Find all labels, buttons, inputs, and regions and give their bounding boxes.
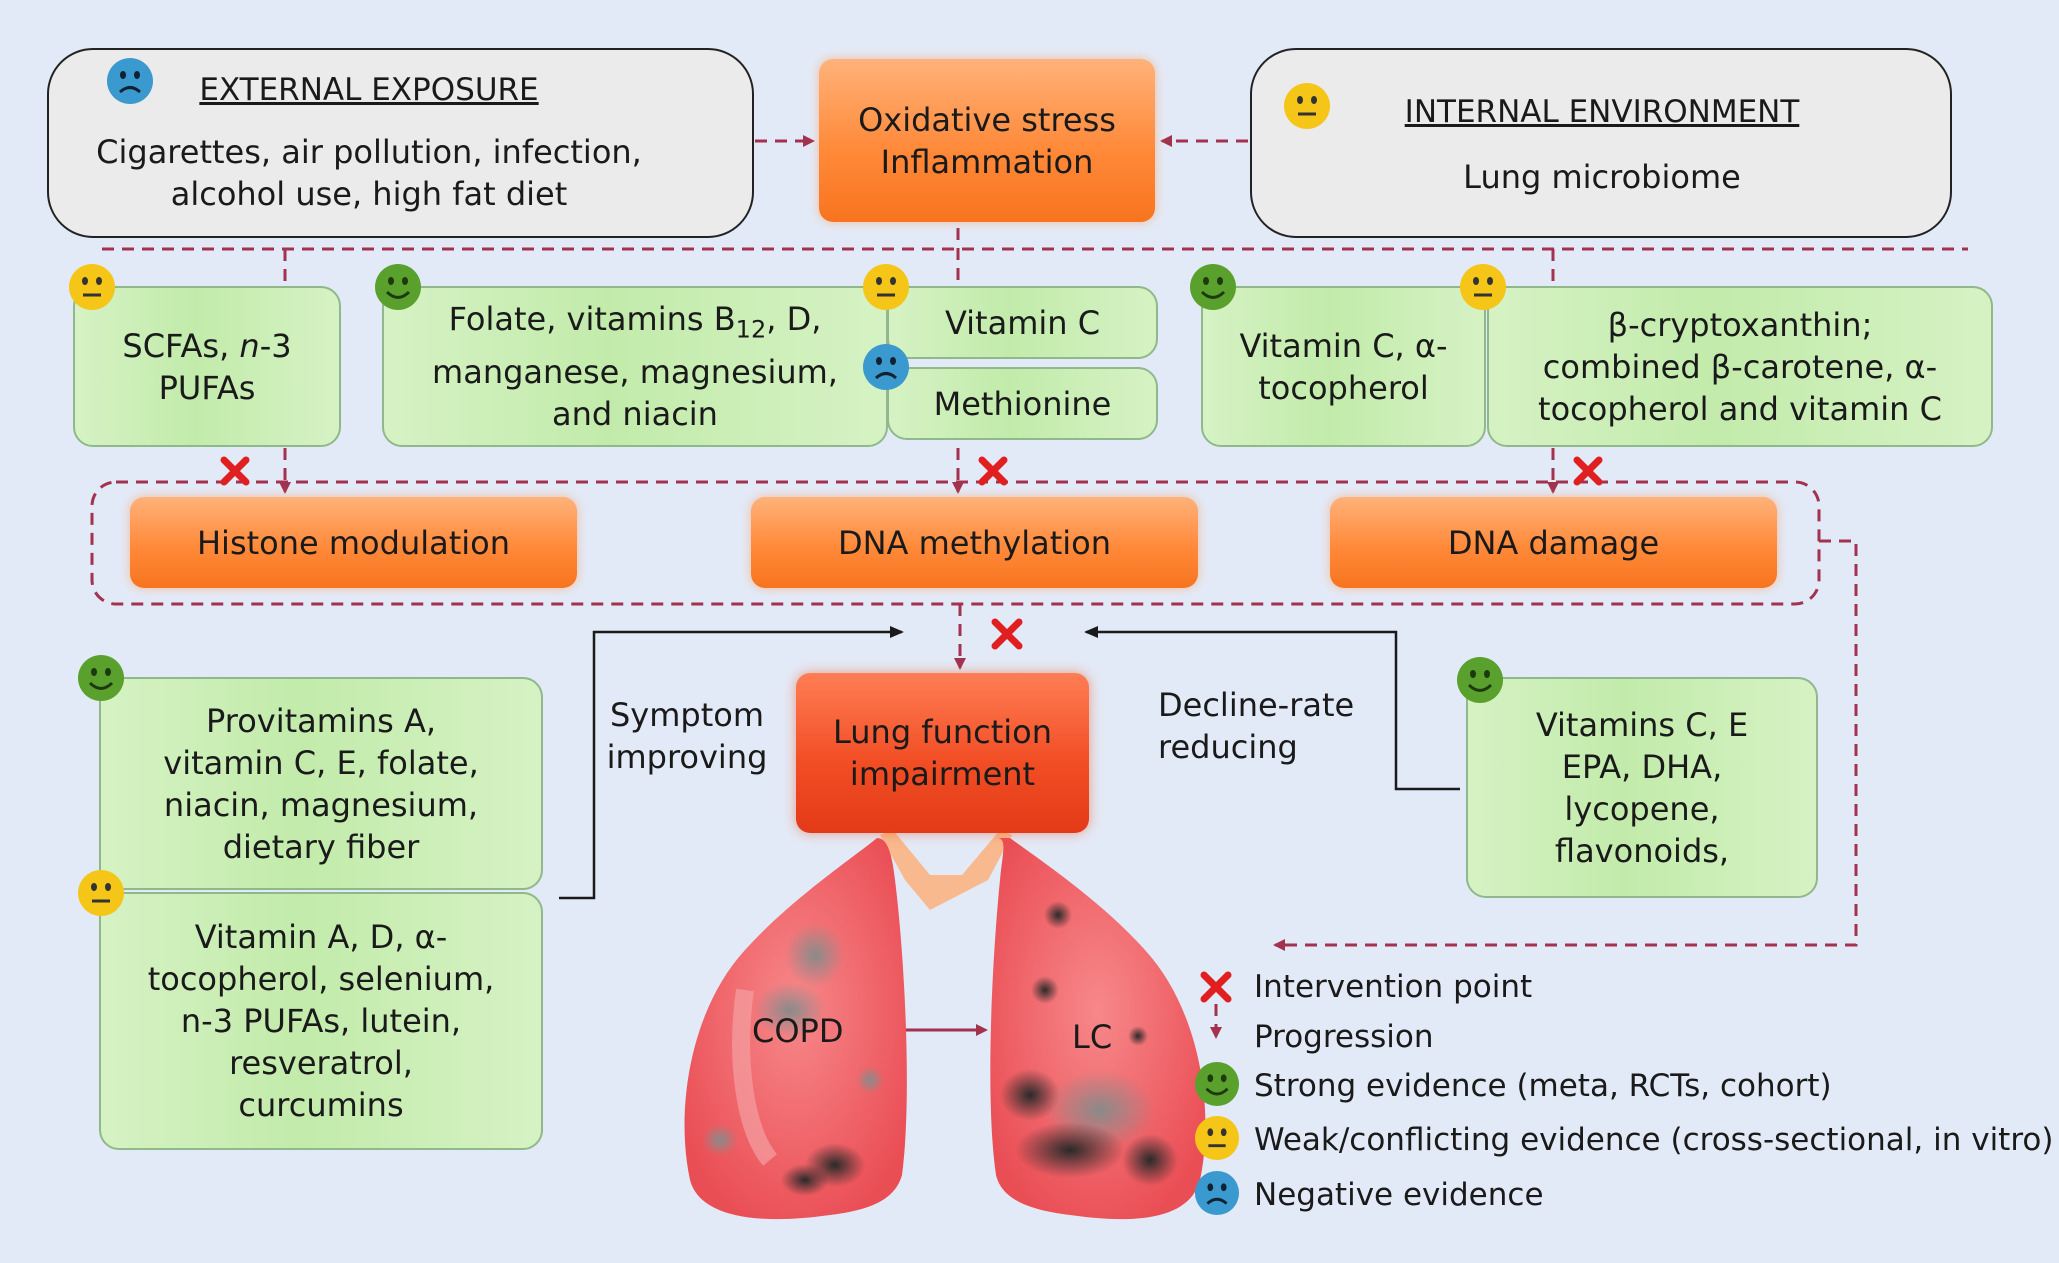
dna-damage-label: DNA damage <box>1447 523 1660 562</box>
lung-microbiome-text: Lung microbiome <box>1463 158 1741 196</box>
decline-label-2: reducing <box>1158 728 1298 766</box>
oxidative-stress-box: Oxidative stress Inflammation <box>819 59 1155 222</box>
decline-nutrient-line-4: flavonoids, <box>1554 831 1730 870</box>
folate-box: Folate, vitamins B12, D, manganese, magn… <box>382 286 888 447</box>
decline-nutrient-line-1: Vitamins C, E <box>1535 705 1749 744</box>
decline-nutrient-line-2: EPA, DHA, <box>1561 747 1723 786</box>
folate-label-3: and niacin <box>552 394 718 433</box>
intervention-crosses <box>220 456 1603 1003</box>
green-smiley-icon <box>78 655 124 701</box>
strong-evidence-symptom-box: Provitamins A, vitamin C, E, folate, nia… <box>99 677 543 890</box>
weak-evidence-symptom-box: Vitamin A, D, α- tocopherol, selenium, n… <box>99 892 543 1150</box>
lung-function-box: Lung function impairment <box>796 673 1089 833</box>
internal-environment-title: INTERNAL ENVIRONMENT <box>1404 94 1800 130</box>
folate-label-b: , D, <box>766 300 822 339</box>
blue-frown-face-icon <box>107 58 153 104</box>
vitamin-c-box: Vitamin C <box>887 286 1158 359</box>
internal-environment-box: INTERNAL ENVIRONMENT Lung microbiome <box>1250 48 1952 238</box>
bcrypt-label-1: β-cryptoxanthin; <box>1607 305 1873 344</box>
copd-label: COPD <box>752 1012 844 1050</box>
methionine-box: Methionine <box>887 367 1158 440</box>
decline-label-1: Decline-rate <box>1158 686 1355 724</box>
vitc-atoc-box: Vitamin C, α- tocopherol <box>1201 286 1486 447</box>
blue-frown-face-icon <box>863 344 909 390</box>
folate-label-a: Folate, vitamins B <box>448 300 736 339</box>
dna-damage-box: DNA damage <box>1330 497 1777 588</box>
lung-function-label-1: Lung function <box>832 713 1053 751</box>
lung-function-label-2: impairment <box>849 755 1036 793</box>
oxidative-stress-label: Oxidative stress <box>858 100 1116 139</box>
strong-symptom-line-3: niacin, magnesium, <box>163 785 479 824</box>
dna-methylation-box: DNA methylation <box>751 497 1198 588</box>
lungs-illustration <box>684 830 1206 1220</box>
dna-methylation-label: DNA methylation <box>837 523 1112 562</box>
legend-weak-label: Weak/conflicting evidence (cross-section… <box>1254 1122 2054 1158</box>
green-smiley-icon <box>375 264 421 310</box>
decline-nutrient-line-3: lycopene, <box>1564 789 1720 828</box>
inflammation-label: Inflammation <box>880 142 1094 181</box>
bcrypt-label-2: combined β-carotene, α- <box>1542 347 1938 386</box>
symptom-improving-label: Symptom improving <box>602 694 772 778</box>
yellow-neutral-face-icon <box>1460 264 1506 310</box>
decline-rate-label: Decline-rate reducing <box>1158 684 1378 768</box>
yellow-neutral-face-icon <box>863 264 909 310</box>
bcrypt-label-3: tocopherol and vitamin C <box>1538 389 1942 428</box>
legend-strong-label: Strong evidence (meta, RCTs, cohort) <box>1254 1068 1832 1104</box>
scfa-label-n: n <box>239 326 260 365</box>
yellow-neutral-face-icon <box>69 264 115 310</box>
vitc-atoc-label-2: tocopherol <box>1258 368 1429 407</box>
legend-intervention-label: Intervention point <box>1254 969 1533 1005</box>
green-smiley-icon <box>1457 657 1503 703</box>
strong-symptom-line-2: vitamin C, E, folate, <box>163 743 479 782</box>
histone-modulation-box: Histone modulation <box>130 497 577 588</box>
external-exposure-box: EXTERNAL EXPOSURE Cigarettes, air pollut… <box>47 48 754 238</box>
yellow-neutral-face-icon <box>1194 1115 1240 1161</box>
scfa-label-a: SCFAs, <box>122 326 240 365</box>
scfa-label-d: PUFAs <box>158 368 256 407</box>
yellow-neutral-face-icon <box>78 870 124 916</box>
legend-progression-label: Progression <box>1254 1019 1434 1055</box>
external-exposure-text-1: Cigarettes, air pollution, infection, <box>96 133 642 171</box>
symptom-label-2: improving <box>606 738 768 776</box>
external-exposure-title: EXTERNAL EXPOSURE <box>199 72 539 108</box>
scfa-box: SCFAs, n-3 PUFAs <box>73 286 341 447</box>
weak-symptom-line-3: n-3 PUFAs, lutein, <box>180 1002 462 1040</box>
weak-symptom-line-1: Vitamin A, D, α- <box>194 918 448 956</box>
strong-symptom-line-1: Provitamins A, <box>206 701 436 740</box>
decline-rate-nutrient-box: Vitamins C, E EPA, DHA, lycopene, flavon… <box>1466 677 1818 898</box>
legend: Intervention point Progression Strong ev… <box>1190 965 2054 1225</box>
symptom-label-1: Symptom <box>609 696 765 734</box>
vitamin-c-label: Vitamin C <box>944 303 1101 342</box>
lc-label: LC <box>1072 1018 1113 1056</box>
scfa-label-c: -3 <box>259 326 292 365</box>
legend-negative-label: Negative evidence <box>1254 1177 1544 1213</box>
external-exposure-text-2: alcohol use, high fat diet <box>170 175 568 213</box>
weak-symptom-line-4: resveratrol, <box>229 1044 413 1082</box>
green-smiley-icon <box>1194 1061 1240 1107</box>
vitc-atoc-label-1: Vitamin C, α- <box>1239 326 1448 365</box>
blue-frown-face-icon <box>1194 1170 1240 1216</box>
strong-symptom-line-4: dietary fiber <box>222 827 420 866</box>
yellow-neutral-face-icon <box>1284 83 1330 129</box>
weak-symptom-line-2: tocopherol, selenium, <box>147 960 495 998</box>
weak-symptom-line-5: curcumins <box>238 1086 404 1124</box>
bcryptoxanthin-box: β-cryptoxanthin; combined β-carotene, α-… <box>1487 286 1993 447</box>
green-smiley-icon <box>1190 264 1236 310</box>
folate-label-sub: 12 <box>735 315 767 344</box>
histone-modulation-label: Histone modulation <box>196 523 511 562</box>
folate-label-2: manganese, magnesium, <box>432 352 838 391</box>
methionine-label: Methionine <box>933 384 1112 423</box>
